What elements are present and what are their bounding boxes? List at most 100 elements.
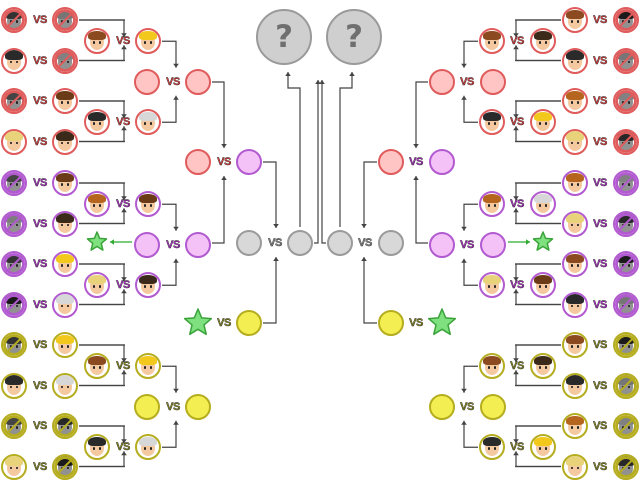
contestant-avatar[interactable] (562, 210, 588, 237)
round2-avatar[interactable] (530, 434, 556, 461)
round2-avatar[interactable] (479, 434, 505, 461)
round2-avatar[interactable] (530, 191, 556, 218)
semifinal-slot[interactable] (327, 230, 353, 256)
contestant-avatar[interactable] (52, 88, 78, 114)
contestant-avatar[interactable] (1, 88, 27, 114)
round2-avatar[interactable] (530, 28, 556, 55)
round2-avatar[interactable] (84, 109, 110, 136)
contestant-avatar[interactable] (562, 291, 588, 318)
contestant-avatar[interactable] (1, 7, 27, 33)
contestant-avatar[interactable] (562, 413, 588, 439)
round3-slot[interactable] (134, 68, 160, 95)
contestant-avatar[interactable] (1, 170, 27, 196)
round2-avatar[interactable] (530, 353, 556, 380)
winner-star-icon[interactable] (427, 308, 457, 336)
round2-avatar[interactable] (135, 272, 161, 299)
quarterfinal-slot[interactable] (378, 149, 404, 175)
finals-slot[interactable]: ? (326, 9, 382, 65)
contestant-avatar[interactable] (613, 251, 639, 277)
contestant-avatar[interactable] (52, 47, 78, 74)
contestant-avatar[interactable] (613, 88, 639, 114)
contestant-avatar[interactable] (613, 453, 639, 480)
contestant-avatar[interactable] (52, 7, 78, 33)
round3-slot[interactable] (134, 393, 160, 420)
winner-star-icon[interactable] (183, 308, 213, 336)
contestant-avatar[interactable] (613, 170, 639, 196)
contestant-avatar[interactable] (52, 210, 78, 237)
round2-avatar[interactable] (135, 28, 161, 55)
round3-slot[interactable] (429, 68, 455, 95)
contestant-avatar[interactable] (562, 170, 588, 196)
contestant-avatar[interactable] (1, 413, 27, 439)
round2-avatar[interactable] (84, 272, 110, 299)
round2-avatar[interactable] (84, 353, 110, 380)
round3-slot[interactable] (185, 231, 211, 258)
round3-slot[interactable] (429, 393, 455, 420)
round2-avatar[interactable] (135, 353, 161, 380)
contestant-avatar[interactable] (562, 372, 588, 399)
round2-avatar[interactable] (84, 28, 110, 55)
round3-slot[interactable] (480, 231, 506, 258)
contestant-avatar[interactable] (562, 332, 588, 358)
contestant-avatar[interactable] (562, 88, 588, 114)
quarterfinal-slot[interactable] (378, 310, 404, 336)
round2-avatar[interactable] (135, 109, 161, 136)
round3-slot[interactable] (134, 231, 160, 258)
round3-slot[interactable] (429, 231, 455, 258)
round3-slot[interactable] (480, 393, 506, 420)
quarterfinal-slot[interactable] (429, 149, 455, 175)
semifinal-slot[interactable] (236, 230, 262, 256)
contestant-avatar[interactable] (52, 372, 78, 399)
round2-avatar[interactable] (135, 191, 161, 218)
contestant-avatar[interactable] (1, 453, 27, 480)
contestant-avatar[interactable] (613, 210, 639, 237)
contestant-avatar[interactable] (52, 251, 78, 277)
round3-slot[interactable] (185, 393, 211, 420)
round2-avatar[interactable] (479, 272, 505, 299)
contestant-avatar[interactable] (52, 413, 78, 439)
round2-avatar[interactable] (135, 434, 161, 461)
quarterfinal-slot[interactable] (236, 149, 262, 175)
contestant-avatar[interactable] (1, 291, 27, 318)
contestant-avatar[interactable] (52, 170, 78, 196)
contestant-avatar[interactable] (562, 128, 588, 155)
semifinal-slot[interactable] (378, 230, 404, 256)
contestant-avatar[interactable] (613, 291, 639, 318)
contestant-avatar[interactable] (562, 47, 588, 74)
contestant-avatar[interactable] (1, 332, 27, 358)
contestant-avatar[interactable] (613, 7, 639, 33)
contestant-avatar[interactable] (52, 332, 78, 358)
round3-slot[interactable] (185, 68, 211, 95)
finals-slot[interactable]: ? (256, 9, 312, 65)
round2-avatar[interactable] (84, 191, 110, 218)
contestant-avatar[interactable] (562, 7, 588, 33)
contestant-avatar[interactable] (1, 128, 27, 155)
round2-avatar[interactable] (479, 109, 505, 136)
winner-star-icon[interactable] (86, 231, 108, 251)
quarterfinal-slot[interactable] (236, 310, 262, 336)
contestant-avatar[interactable] (613, 413, 639, 439)
round2-avatar[interactable] (479, 353, 505, 380)
winner-star-icon[interactable] (532, 231, 554, 251)
semifinal-slot[interactable] (287, 230, 313, 256)
contestant-avatar[interactable] (562, 251, 588, 277)
round2-avatar[interactable] (479, 28, 505, 55)
contestant-avatar[interactable] (1, 210, 27, 237)
quarterfinal-slot[interactable] (185, 149, 211, 175)
contestant-avatar[interactable] (1, 372, 27, 399)
contestant-avatar[interactable] (613, 372, 639, 399)
contestant-avatar[interactable] (1, 47, 27, 74)
contestant-avatar[interactable] (52, 453, 78, 480)
contestant-avatar[interactable] (52, 291, 78, 318)
contestant-avatar[interactable] (1, 251, 27, 277)
round3-slot[interactable] (480, 68, 506, 95)
round2-avatar[interactable] (530, 272, 556, 299)
contestant-avatar[interactable] (613, 128, 639, 155)
contestant-avatar[interactable] (52, 128, 78, 155)
round2-avatar[interactable] (530, 109, 556, 136)
contestant-avatar[interactable] (562, 453, 588, 480)
round2-avatar[interactable] (84, 434, 110, 461)
contestant-avatar[interactable] (613, 47, 639, 74)
round2-avatar[interactable] (479, 191, 505, 218)
contestant-avatar[interactable] (613, 332, 639, 358)
